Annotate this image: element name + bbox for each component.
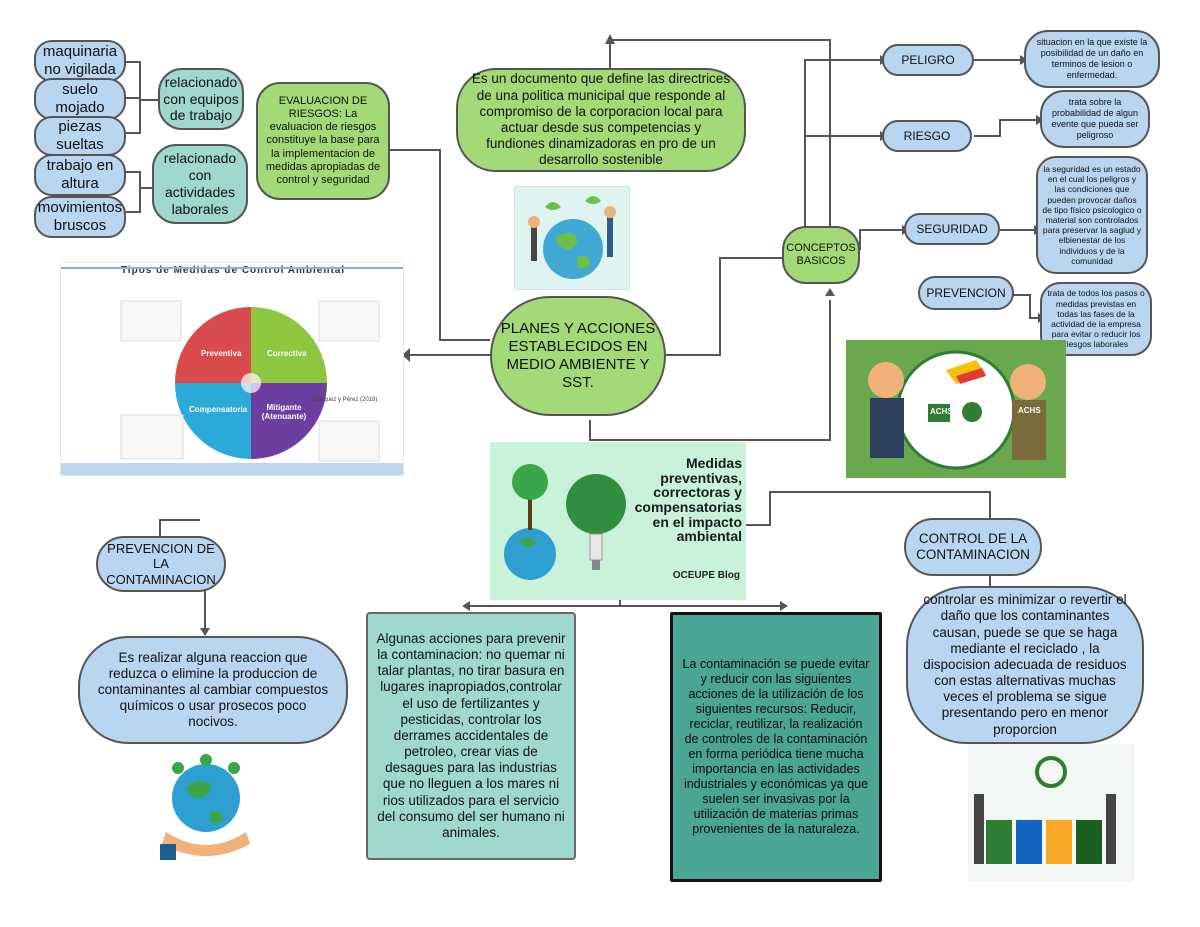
risk-item-label: movimientos bruscos [37,199,123,234]
term-label: SEGURIDAD [916,221,988,236]
concepts-title: CONCEPTOS BASICOS [786,241,856,267]
control-title-text: CONTROL DE LA CONTAMINACION [916,530,1030,562]
term-label: PREVENCION [926,285,1006,300]
def-peligro: situacion en la que existe la posibilida… [1024,30,1160,88]
evaluation-node: EVALUACION DE RIESGOS: La evaluacion de … [256,82,390,200]
control-text: controlar es minimizar o revertir el dañ… [906,586,1144,744]
control-types-title: Tipos de Medidas de Control Ambiental [120,265,346,276]
term-label: PELIGRO [901,52,955,67]
prevention-text: Es realizar alguna reaccion que reduzca … [78,636,348,744]
risk-item-maquinaria: maquinaria no vigilada [34,40,126,82]
risk-item-label: suelo mojado [55,81,105,116]
actions-text: Algunas acciones para prevenir la contam… [376,630,566,841]
definition-node: Es un documento que define las directric… [456,68,746,172]
concepts-node: CONCEPTOS BASICOS [782,226,860,284]
brand-label-left: ACHS [930,407,953,416]
risk-item-suelo: suelo mojado [34,78,126,120]
term-prevencion: PREVENCION [918,276,1014,310]
def-seguridad: la seguridad es un estado en el cual los… [1036,156,1148,274]
prevention-title-text: PREVENCION DE LA CONTAMINACION [106,540,216,587]
evaluation-text: EVALUACION DE RIESGOS: La evaluacion de … [265,94,381,186]
recycling-bins-illustration [968,744,1134,882]
banner-title: Medidas preventivas, correctoras y compe… [634,455,742,545]
group-label: relacionado con actividades laborales [163,150,237,217]
control-types-image: Tipos de Medidas de Control Ambiental Pr… [60,262,404,476]
def-text: situacion en la que existe la posibilida… [1036,37,1148,80]
safety-brigade-image: ACHS ACHS [846,340,1066,478]
def-riesgo: trata sobre la probabilidad de algun eve… [1040,90,1150,148]
risk-item-label: trabajo en altura [46,157,114,192]
def-text: trata sobre la probabilidad de algun eve… [1051,97,1139,140]
group-equipment: relacionado con equipos de trabajo [158,68,244,130]
risk-item-movimientos: movimientos bruscos [34,196,126,238]
quadrant-correctiva: Correctiva [267,349,307,358]
risk-item-altura: trabajo en altura [34,154,126,196]
prevention-body: Es realizar alguna reaccion que reduzca … [97,649,329,730]
def-text: la seguridad es un estado en el cual los… [1042,164,1142,266]
definition-text: Es un documento que define las directric… [471,71,731,168]
brand-label-right: ACHS [1018,406,1041,415]
central-text: PLANES Y ACCIONES ESTABLECIDOS EN MEDIO … [500,320,656,391]
term-riesgo: RIESGO [882,120,972,152]
risk-item-label: maquinaria no vigilada [42,43,118,78]
reduce-node: La contaminación se puede evitar y reduc… [670,612,882,882]
control-types-citation: Márquez y Pérez (2018) [313,397,378,403]
measures-banner: Medidas preventivas, correctoras y compe… [490,442,746,600]
banner-brand: OCEUPE Blog [672,570,740,581]
def-text: trata de todos los pasos o medidas previ… [1047,288,1145,350]
risk-item-piezas: piezas sueltas [34,116,126,156]
earth-hands-illustration [156,752,256,866]
term-label: RIESGO [903,128,951,143]
control-body: controlar es minimizar o revertir el dañ… [923,592,1127,737]
group-activities: relacionado con actividades laborales [152,144,248,224]
risk-item-label: piezas sueltas [56,118,104,153]
term-peligro: PELIGRO [882,44,974,76]
quadrant-mitigante: Mitigante (Atenuante) [261,403,307,421]
term-seguridad: SEGURIDAD [904,213,1000,245]
quadrant-preventiva: Preventiva [201,349,242,358]
prevention-title: PREVENCION DE LA CONTAMINACION [96,536,226,592]
reduce-text: La contaminación se puede evitar y reduc… [682,657,870,836]
actions-node: Algunas acciones para prevenir la contam… [366,612,576,860]
earth-people-illustration [514,186,630,290]
quadrant-compensatoria: Compensatoria [189,405,248,414]
group-label: relacionado con equipos de trabajo [163,73,239,124]
control-title: CONTROL DE LA CONTAMINACION [904,518,1042,576]
central-node: PLANES Y ACCIONES ESTABLECIDOS EN MEDIO … [490,296,666,416]
